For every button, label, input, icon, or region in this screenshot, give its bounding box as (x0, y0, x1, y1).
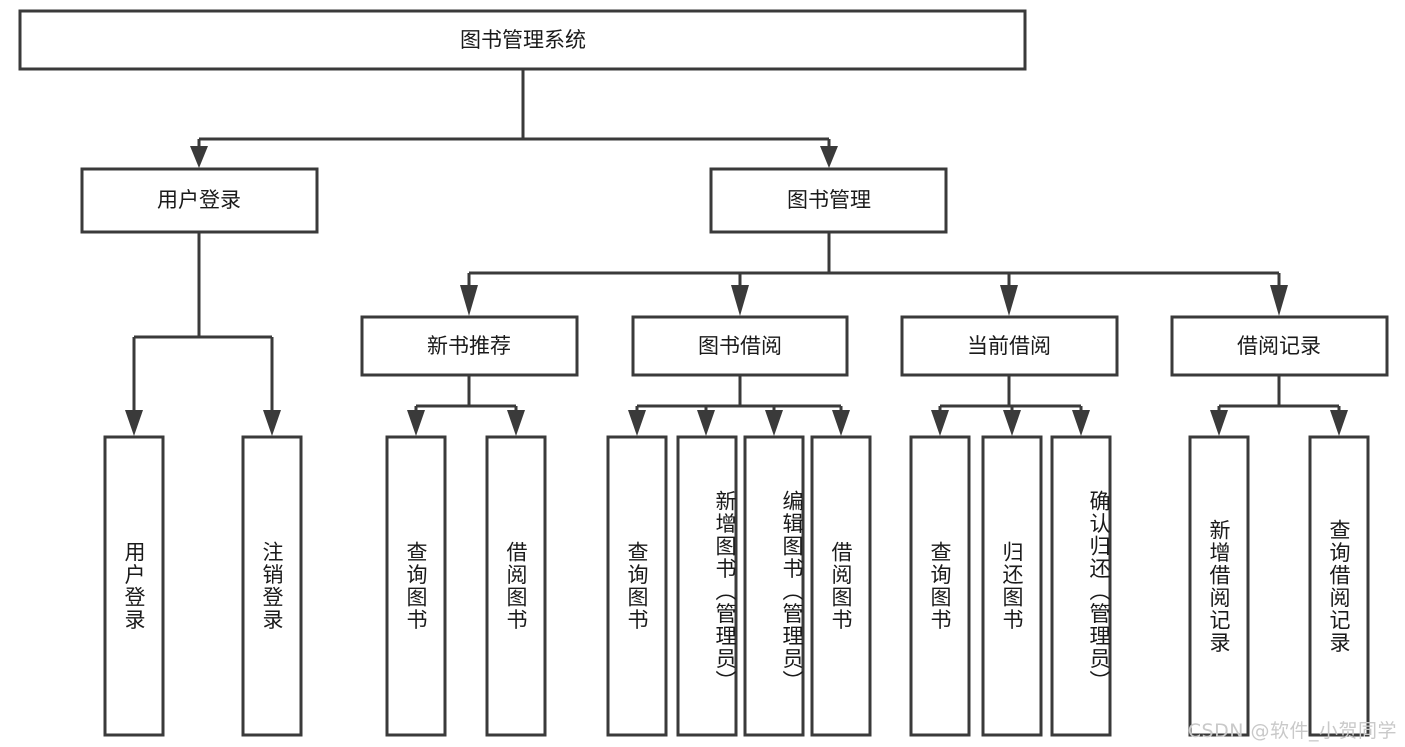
watermark-text: CSDN @软件_小贺同学 (1187, 720, 1397, 742)
node-book-borrow-label: 图书借阅 (698, 334, 782, 358)
node-current-borrow-label: 当前借阅 (967, 334, 1051, 358)
arrow-head-leaf-user-login (125, 410, 143, 436)
node-new-book-rec-box[interactable] (360, 315, 579, 377)
arrow-head-leaf-query-book-1 (407, 410, 425, 436)
node-leaf-borrow-book-1-box[interactable] (485, 435, 547, 737)
node-leaf-add-record-box[interactable] (1188, 435, 1250, 737)
node-borrow-record-box[interactable] (1170, 315, 1389, 377)
node-user-login-box[interactable] (80, 167, 319, 234)
node-borrow-record-label: 借阅记录 (1237, 334, 1321, 358)
arrow-head-leaf-query-book-2 (628, 410, 646, 436)
node-leaf-query-record-box[interactable] (1308, 435, 1370, 737)
node-user-login-label: 用户登录 (157, 188, 241, 212)
arrow-head-leaf-query-record (1330, 410, 1348, 436)
node-leaf-user-login-box[interactable] (103, 435, 165, 737)
node-book-mgmt-label: 图书管理 (787, 188, 871, 212)
node-leaf-add-book-box[interactable] (676, 435, 738, 737)
node-new-book-rec-label: 新书推荐 (427, 334, 511, 358)
arrow-head-leaf-confirm-return (1072, 410, 1090, 436)
node-leaf-query-book-2-box[interactable] (606, 435, 668, 737)
arrow-head-borrow-record (1270, 285, 1288, 316)
arrow-head-leaf-edit-book (765, 410, 783, 436)
arrow-head-user-login (190, 146, 208, 168)
node-layer: 图书管理系统 用户登录 图书管理 新书推荐 图书借阅 当前借阅 借阅记录 (18, 9, 1389, 737)
node-root-label: 图书管理系统 (460, 28, 586, 52)
connector-layer (125, 69, 1348, 436)
arrow-head-leaf-logout (263, 410, 281, 436)
arrow-head-current-borrow (1000, 285, 1018, 316)
node-leaf-query-book-1-box[interactable] (385, 435, 447, 737)
node-leaf-edit-book-box[interactable] (743, 435, 805, 737)
node-root-box[interactable] (18, 9, 1027, 71)
arrow-head-book-borrow (731, 285, 749, 316)
node-current-borrow-box[interactable] (900, 315, 1119, 377)
node-leaf-logout-box[interactable] (241, 435, 303, 737)
arrow-head-leaf-borrow-book-2 (832, 410, 850, 436)
arrow-head-leaf-query-book-3 (931, 410, 949, 436)
node-book-borrow-box[interactable] (631, 315, 849, 377)
arrow-head-leaf-return-book (1003, 410, 1021, 436)
arrow-head-new-book-rec (460, 285, 478, 316)
node-book-mgmt-box[interactable] (709, 167, 948, 234)
node-leaf-borrow-book-2-box[interactable] (810, 435, 872, 737)
arrow-head-leaf-borrow-book-1 (507, 410, 525, 436)
arrow-head-leaf-add-record (1210, 410, 1228, 436)
arrow-head-leaf-add-book (697, 410, 715, 436)
node-leaf-confirm-return-box[interactable] (1050, 435, 1112, 737)
node-leaf-query-book-3-box[interactable] (909, 435, 971, 737)
node-leaf-return-book-box[interactable] (981, 435, 1043, 737)
arrow-head-book-mgmt (820, 146, 838, 168)
